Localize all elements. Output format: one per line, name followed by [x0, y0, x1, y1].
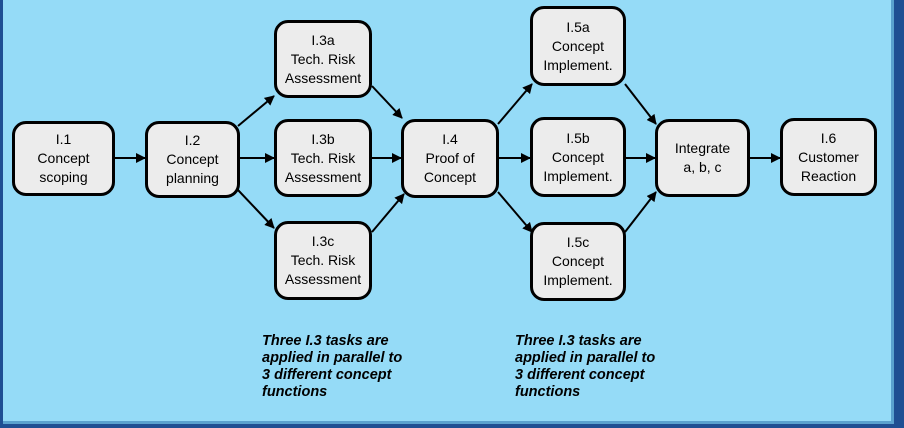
text-line: I.3b	[311, 130, 335, 147]
text-line: Reaction	[800, 167, 857, 184]
text-line: Assessment	[284, 271, 362, 287]
text-line: I.6	[820, 129, 837, 146]
text-line: Concept	[423, 169, 477, 185]
diagram-canvas	[3, 0, 894, 424]
edge-n5c-nint	[624, 191, 657, 233]
text-line: Implement.	[543, 167, 613, 184]
text-line: Concept	[551, 37, 605, 54]
text-line: Three I.3 tasks are	[262, 333, 389, 349]
edge-n4-n5c	[497, 191, 533, 233]
text-line: Integrate	[674, 140, 731, 156]
text-line: Implement.	[543, 56, 613, 73]
text-line: applied in parallel to	[515, 350, 656, 366]
text-line: I.5a	[566, 18, 590, 35]
text-line: I.3a	[311, 31, 335, 48]
text-line: functions	[262, 384, 328, 400]
text-line: 3 different concept	[515, 367, 645, 383]
text-line: Three I.3 tasks are	[515, 333, 642, 349]
text-line: Concept	[551, 253, 605, 269]
text-line: I.3c	[311, 233, 335, 249]
text-line: functions	[515, 384, 581, 400]
text-line: Proof of	[425, 150, 475, 166]
text-line: Concept	[551, 148, 605, 165]
text-line: applied in parallel to	[262, 350, 403, 366]
text-line: a, b, c	[683, 159, 722, 175]
edge-n3c-n4	[371, 193, 405, 233]
text-line: I.2	[184, 132, 201, 148]
text-line: Tech. Risk	[290, 149, 356, 166]
text-line: Concept	[166, 151, 219, 167]
text-line: Assessment	[284, 69, 362, 86]
text-line: I.5b	[566, 129, 590, 146]
text-line: Assessment	[284, 168, 362, 185]
edge-n2-n3c	[237, 189, 275, 229]
node-integrate-abc: Integrate a, b, c	[655, 119, 750, 197]
edge-n2-n3a	[237, 95, 275, 127]
text-line: 3 different concept	[262, 367, 392, 383]
text-line: I.5c	[566, 234, 590, 250]
text-line: Implement.	[543, 272, 613, 288]
text-line: I.4	[442, 131, 458, 147]
edge-n3a-n4	[371, 85, 403, 119]
text-line: planning	[166, 170, 219, 186]
text-line: Customer	[798, 148, 859, 165]
text-line: Concept	[37, 150, 90, 166]
text-line: scoping	[39, 169, 88, 185]
text-line: Tech. Risk	[290, 252, 356, 268]
edge-n5a-nint	[624, 83, 657, 125]
edge-n4-n5a	[497, 83, 533, 125]
text-line: I.1	[55, 131, 72, 147]
text-line: Tech. Risk	[290, 50, 356, 67]
